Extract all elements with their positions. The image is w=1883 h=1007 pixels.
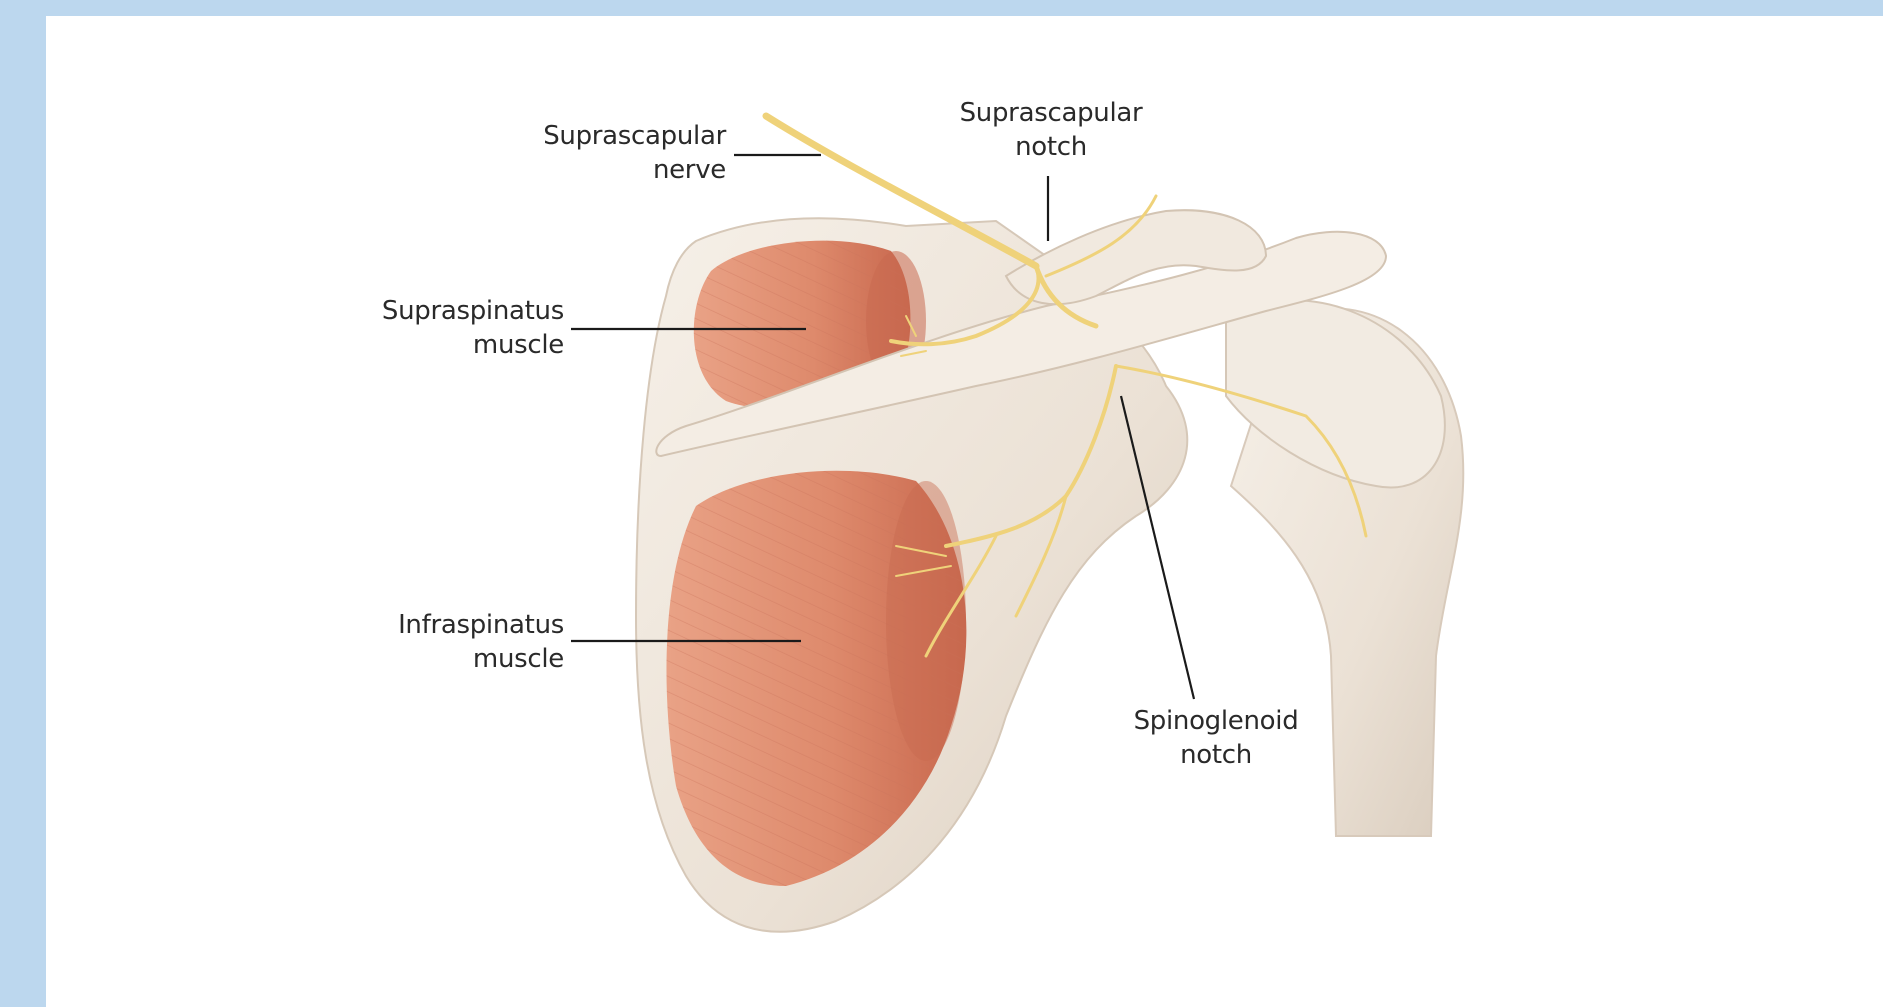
label-suprascapular-notch: Suprascapular notch xyxy=(916,96,1186,164)
scapula-illustration xyxy=(46,16,1883,1007)
label-supraspinatus-muscle: Supraspinatus muscle xyxy=(286,294,564,362)
figure-panel: Suprascapular nerve Suprascapular notch … xyxy=(46,16,1883,1007)
label-suprascapular-nerve: Suprascapular nerve xyxy=(486,119,726,187)
label-spinoglenoid-notch: Spinoglenoid notch xyxy=(1086,704,1346,772)
label-infraspinatus-muscle: Infraspinatus muscle xyxy=(286,608,564,676)
